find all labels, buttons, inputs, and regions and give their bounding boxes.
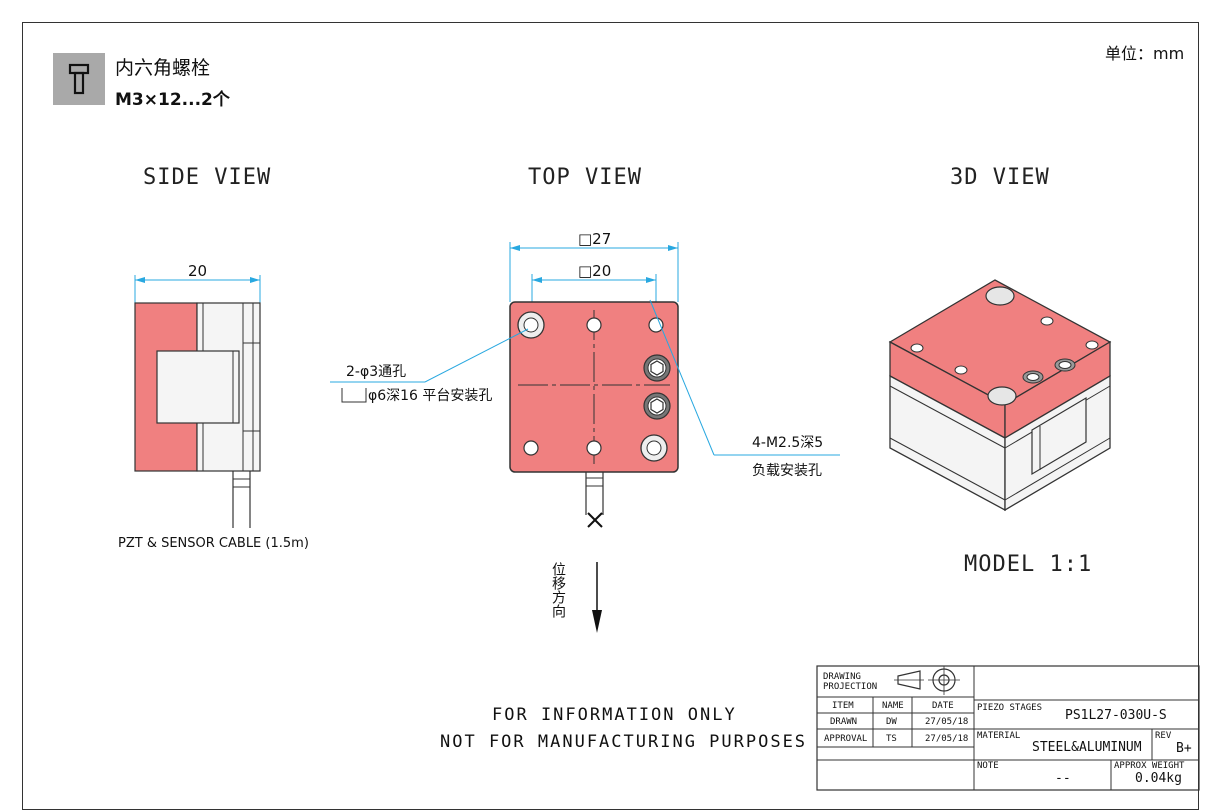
col-name: NAME: [882, 701, 904, 711]
col-date: DATE: [932, 701, 954, 711]
three-d-view-drawing: [888, 279, 1112, 512]
model-scale: MODEL 1:1: [964, 552, 1093, 577]
bolt-name: 内六角螺栓: [115, 57, 211, 79]
bolt-spec: M3×12...2个: [115, 90, 230, 110]
weight-value: 0.04kg: [1135, 771, 1182, 786]
hole-label-through: 2-φ3通孔: [346, 364, 407, 380]
rev-value: B+: [1176, 741, 1192, 756]
side-dim-width: 20: [188, 262, 208, 280]
note-value: --: [1055, 771, 1071, 786]
cable-label: PZT & SENSOR CABLE (1.5m): [118, 536, 309, 551]
drawn-date: 27/05/18: [925, 717, 969, 727]
title-block: [816, 665, 1200, 791]
col-item: ITEM: [832, 701, 854, 711]
top-view-drawing: [330, 242, 840, 633]
projection-label-2: PROJECTION: [823, 682, 878, 692]
hex-bolt-glyph: [68, 63, 90, 95]
approval-name: TS: [886, 734, 897, 744]
three-d-view-title: 3D VIEW: [950, 165, 1050, 190]
top-view-title: TOP VIEW: [528, 165, 642, 190]
bolt-icon: [53, 53, 105, 105]
hole-label-counterbore: φ6深16 平台安装孔: [368, 388, 493, 404]
rev-label: REV: [1155, 731, 1172, 741]
thread-label-purpose: 负载安装孔: [752, 463, 822, 479]
side-view-title: SIDE VIEW: [143, 165, 272, 190]
notice-line-1: FOR INFORMATION ONLY: [492, 705, 737, 725]
note-label: NOTE: [977, 761, 999, 771]
drawing-frame: [22, 22, 1199, 810]
material-value: STEEL&ALUMINUM: [1032, 740, 1142, 755]
weight-label: APPROX WEIGHT: [1114, 761, 1185, 771]
unit-label: 单位：mm: [1105, 44, 1185, 63]
approval-date: 27/05/18: [925, 734, 969, 744]
top-dim-inner: □20: [578, 262, 612, 280]
thread-label-spec: 4-M2.5深5: [752, 435, 824, 451]
product-label: PIEZO STAGES: [977, 703, 1043, 713]
side-view-drawing: [134, 275, 261, 528]
notice-line-2: NOT FOR MANUFACTURING PURPOSES: [440, 732, 808, 752]
top-dim-outer: □27: [578, 230, 612, 248]
direction-label: 位移方向: [550, 562, 566, 618]
drawn-name: DW: [886, 717, 897, 727]
material-label: MATERIAL: [977, 731, 1021, 741]
projection-label-1: DRAWING: [823, 672, 861, 682]
approval-label: APPROVAL: [824, 734, 868, 744]
drawn-label: DRAWN: [830, 717, 858, 727]
product-code: PS1L27-030U-S: [1065, 708, 1167, 723]
